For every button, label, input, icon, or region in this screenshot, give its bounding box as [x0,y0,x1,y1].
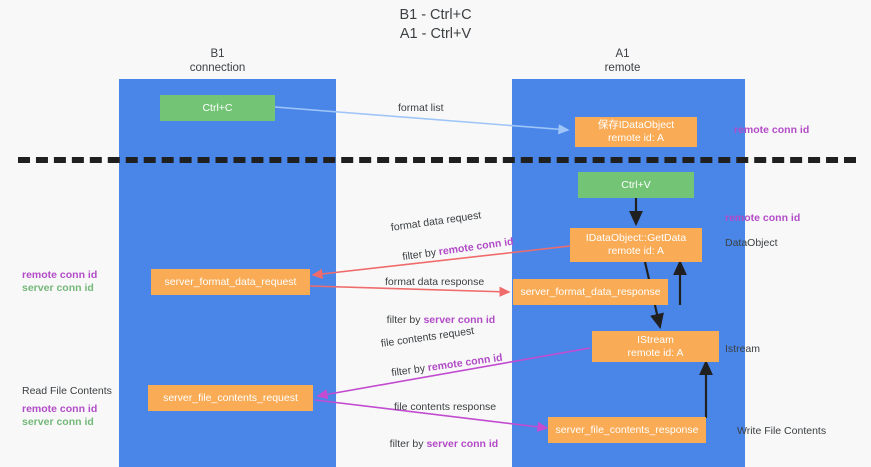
label-file-contents-response-filter: filter by server conn id [378,423,499,465]
label-filter-prefix-3: filter by [390,362,429,380]
node-save-idataobject[interactable]: 保存IDataObject remote id: A [575,117,697,147]
label-format-data-response-filter: filter by server conn id [375,299,496,341]
label-filter-prefix-1: filter by [401,246,440,264]
annotation-dataobject: DataObject [725,237,778,249]
annotation-write-file-contents: Write File Contents [737,425,827,437]
label-format-data-response: format data response [385,276,485,288]
node-idataobject-getdata-line2: remote id: A [607,245,665,257]
node-ctrl-v[interactable]: Ctrl+V [578,172,694,198]
node-istream-line2: remote id: A [627,346,684,359]
node-server-format-data-request-line1: server_format_data_request [164,275,297,288]
node-ctrl-c-line1: Ctrl+C [202,101,233,114]
label-filter-key-4: server conn id [426,438,499,450]
node-server-file-contents-response-line1: server_file_contents_response [555,423,699,436]
label-file-contents-response: file contents response [394,401,497,413]
node-ctrl-v-line1: Ctrl+V [621,178,651,191]
node-idataobject-getdata-line1: IDataObject::GetData [585,232,687,244]
node-server-format-data-request[interactable]: server_format_data_request [151,269,310,295]
diagram-title: B1 - Ctrl+C A1 - Ctrl+V [399,7,472,42]
annotation-right-mid-remote: remote conn id [725,212,801,224]
annotation-right-top-remote: remote conn id [734,124,810,136]
phase-separator [18,157,856,163]
annotation-left-mid-remote: remote conn id [22,269,98,281]
node-server-file-contents-response[interactable]: server_file_contents_response [548,417,706,443]
node-istream-line1: IStream [637,333,674,346]
annotation-left-bottom-remote: remote conn id [22,403,98,415]
label-format-list: format list [398,102,444,114]
label-filter-key-2: server conn id [423,314,496,326]
column-header-a1: A1 remote [604,48,641,74]
node-istream[interactable]: IStream remote id: A [592,331,719,362]
label-filter-key-1: remote conn id [438,235,515,258]
annotation-left-bottom-server: server conn id [22,416,94,428]
node-server-file-contents-request-line1: server_file_contents_request [163,391,298,404]
label-filter-prefix-2: filter by [386,314,424,326]
node-ctrl-c[interactable]: Ctrl+C [160,95,275,121]
annotation-left-mid-server: server conn id [22,282,94,294]
label-filter-prefix-4: filter by [389,438,427,450]
annotation-read-file-contents: Read File Contents [22,385,112,397]
node-server-format-data-response-line1: server_format_data_response [520,285,661,298]
column-header-b1: B1 connection [189,48,246,74]
node-idataobject-getdata[interactable]: IDataObject::GetData remote id: A [570,228,702,262]
node-save-idataobject-line1: 保存IDataObject [597,119,675,131]
node-server-file-contents-request[interactable]: server_file_contents_request [148,385,313,411]
annotation-istream: Istream [725,343,761,355]
label-filter-key-3: remote conn id [427,351,504,374]
node-server-format-data-response[interactable]: server_format_data_response [513,279,668,305]
node-save-idataobject-line2: remote id: A [607,132,665,144]
